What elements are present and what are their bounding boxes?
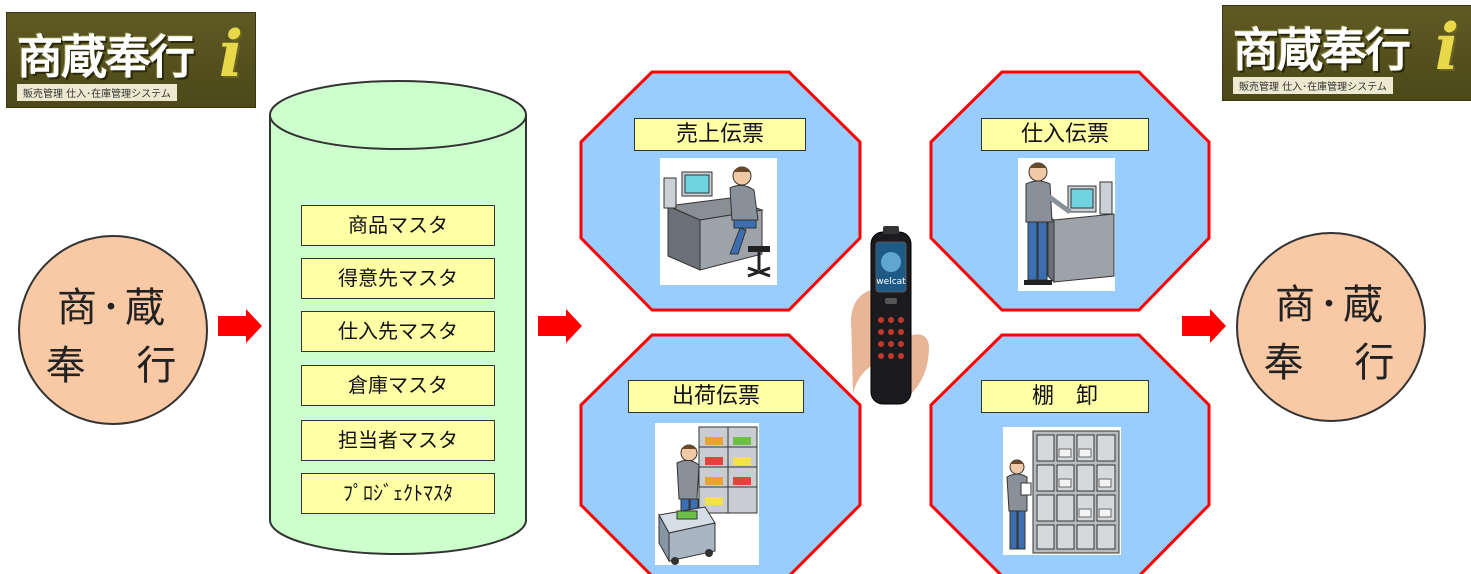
logo-right: 商蔵奉行 i 販売管理 仕入･在庫管理システム	[1222, 5, 1471, 101]
circle-line-2: 奉 行	[45, 343, 181, 389]
master-item-projects: ﾌﾟﾛｼﾞｪｸﾄﾏｽﾀ	[301, 473, 495, 514]
master-item-products: 商品マスタ	[301, 205, 495, 246]
logo-text: 商蔵奉行	[1233, 23, 1411, 77]
shipping-clerk-illustration	[655, 423, 759, 565]
handheld-terminal-illustration: welcat	[851, 226, 929, 405]
arrow-to-slips	[538, 309, 582, 343]
sales-clerk-illustration	[660, 158, 777, 285]
master-item-customers: 得意先マスタ	[301, 258, 495, 299]
handheld-brand: welcat	[876, 277, 906, 287]
source-system-circle: 商･蔵 奉 行	[18, 235, 208, 425]
logo-subtitle: 販売管理 仕入･在庫管理システム	[1233, 77, 1393, 94]
master-item-staff: 担当者マスタ	[301, 420, 495, 461]
master-item-suppliers: 仕入先マスタ	[301, 311, 495, 352]
logo-left: 商蔵奉行 i 販売管理 仕入･在庫管理システム	[6, 12, 256, 108]
logo-mark: i	[1434, 10, 1459, 85]
circle-line-1: 商･蔵	[1275, 282, 1387, 328]
inventory-clerk-illustration	[1003, 427, 1121, 555]
logo-subtitle: 販売管理 仕入･在庫管理システム	[17, 84, 177, 101]
purchase-clerk-illustration	[1018, 158, 1115, 291]
arrow-to-result	[1182, 309, 1226, 343]
arrow-to-masters	[218, 309, 262, 343]
logo-text: 商蔵奉行	[17, 30, 195, 84]
inventory-slip-label: 棚 卸	[981, 380, 1149, 413]
purchase-slip-label: 仕入伝票	[981, 118, 1149, 151]
circle-line-2: 奉 行	[1263, 340, 1399, 386]
target-system-circle: 商･蔵 奉 行	[1236, 232, 1426, 422]
master-item-warehouses: 倉庫マスタ	[301, 365, 495, 406]
circle-line-1: 商･蔵	[57, 285, 169, 331]
sales-slip-label: 売上伝票	[634, 118, 806, 151]
logo-mark: i	[218, 17, 243, 92]
shipping-slip-label: 出荷伝票	[628, 380, 804, 413]
